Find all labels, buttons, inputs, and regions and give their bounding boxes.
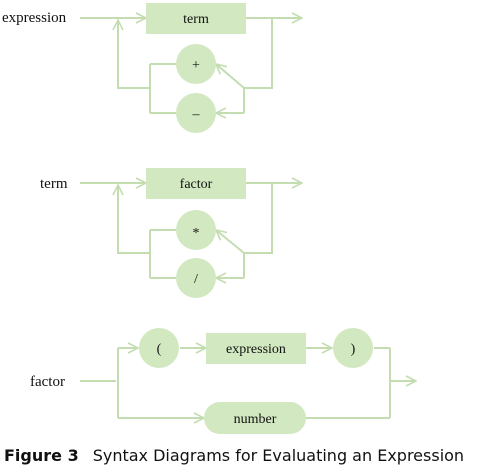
left-paren-node (139, 328, 179, 368)
factor-rule-label: factor (30, 374, 65, 390)
plus-operator-label: + (192, 58, 200, 73)
right-paren-label: ) (351, 342, 356, 357)
minus-operator-node (176, 93, 216, 133)
expression-node (206, 333, 306, 364)
left-paren-label: ( (157, 342, 162, 357)
factor-node (146, 168, 246, 199)
syntax-diagram-canvas: expression term + – term (2, 3, 492, 434)
term-node (146, 3, 246, 34)
right-paren-node (333, 328, 373, 368)
term-node-label: term (183, 12, 209, 27)
minus-operator-label: – (192, 107, 201, 122)
expression-rule-label: expression (2, 10, 67, 26)
figure-title: Syntax Diagrams for Evaluating an Expres… (92, 446, 465, 465)
expression-diagram: expression term + – (2, 3, 302, 133)
plus-operator-node (176, 44, 216, 84)
divide-operator-label: / (194, 272, 198, 287)
number-node (204, 402, 306, 434)
factor-node-label: factor (180, 177, 213, 192)
multiply-operator-label: * (193, 226, 200, 241)
divide-operator-node (176, 258, 216, 298)
expression-node-label: expression (226, 342, 286, 357)
figure-caption: Figure 3 Syntax Diagrams for Evaluating a… (4, 445, 490, 467)
term-rule-label: term (40, 176, 68, 192)
factor-connectors (80, 348, 416, 418)
multiply-operator-node (176, 210, 216, 250)
factor-diagram: factor ( expression ) number (30, 328, 416, 434)
number-node-label: number (234, 412, 277, 427)
figure-number: Figure 3 (4, 446, 79, 465)
term-diagram: term factor * / (40, 168, 302, 298)
term-connectors (80, 183, 302, 278)
expression-connectors (80, 18, 302, 113)
